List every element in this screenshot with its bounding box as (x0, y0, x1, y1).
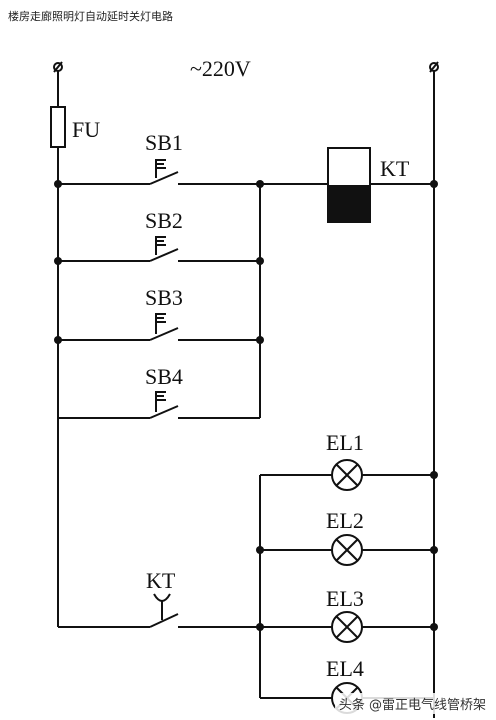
sb2-switch (58, 236, 260, 262)
el4-label: EL4 (326, 656, 364, 681)
junction-dots (54, 180, 438, 631)
supply-label: ~220V (190, 56, 251, 81)
el1-label: EL1 (326, 430, 364, 455)
kt-coil-label: KT (380, 156, 410, 181)
sb2-label: SB2 (145, 208, 183, 233)
sb3-label: SB3 (145, 285, 183, 310)
el2-label: EL2 (326, 508, 364, 533)
sb1-label: SB1 (145, 130, 183, 155)
el1-lamp (260, 459, 434, 491)
sb1-switch (58, 159, 328, 185)
el3-lamp (260, 611, 434, 643)
kt-relay-coil (327, 147, 434, 223)
watermark: 头条 @雷正电气线管桥架 (334, 693, 490, 714)
sb4-label: SB4 (145, 364, 183, 389)
kt-delay-contact (58, 593, 260, 628)
right-terminal (429, 61, 439, 73)
fuse-label: FU (72, 117, 100, 142)
el2-lamp (260, 534, 434, 566)
left-terminal (53, 61, 63, 73)
el3-label: EL3 (326, 586, 364, 611)
kt-contact-label: KT (146, 568, 176, 593)
sb3-switch (58, 313, 260, 341)
diagram-title: 楼房走廊照明灯自动延时关灯电路 (8, 10, 173, 23)
fuse-symbol (50, 106, 66, 148)
sb4-switch (58, 391, 260, 419)
